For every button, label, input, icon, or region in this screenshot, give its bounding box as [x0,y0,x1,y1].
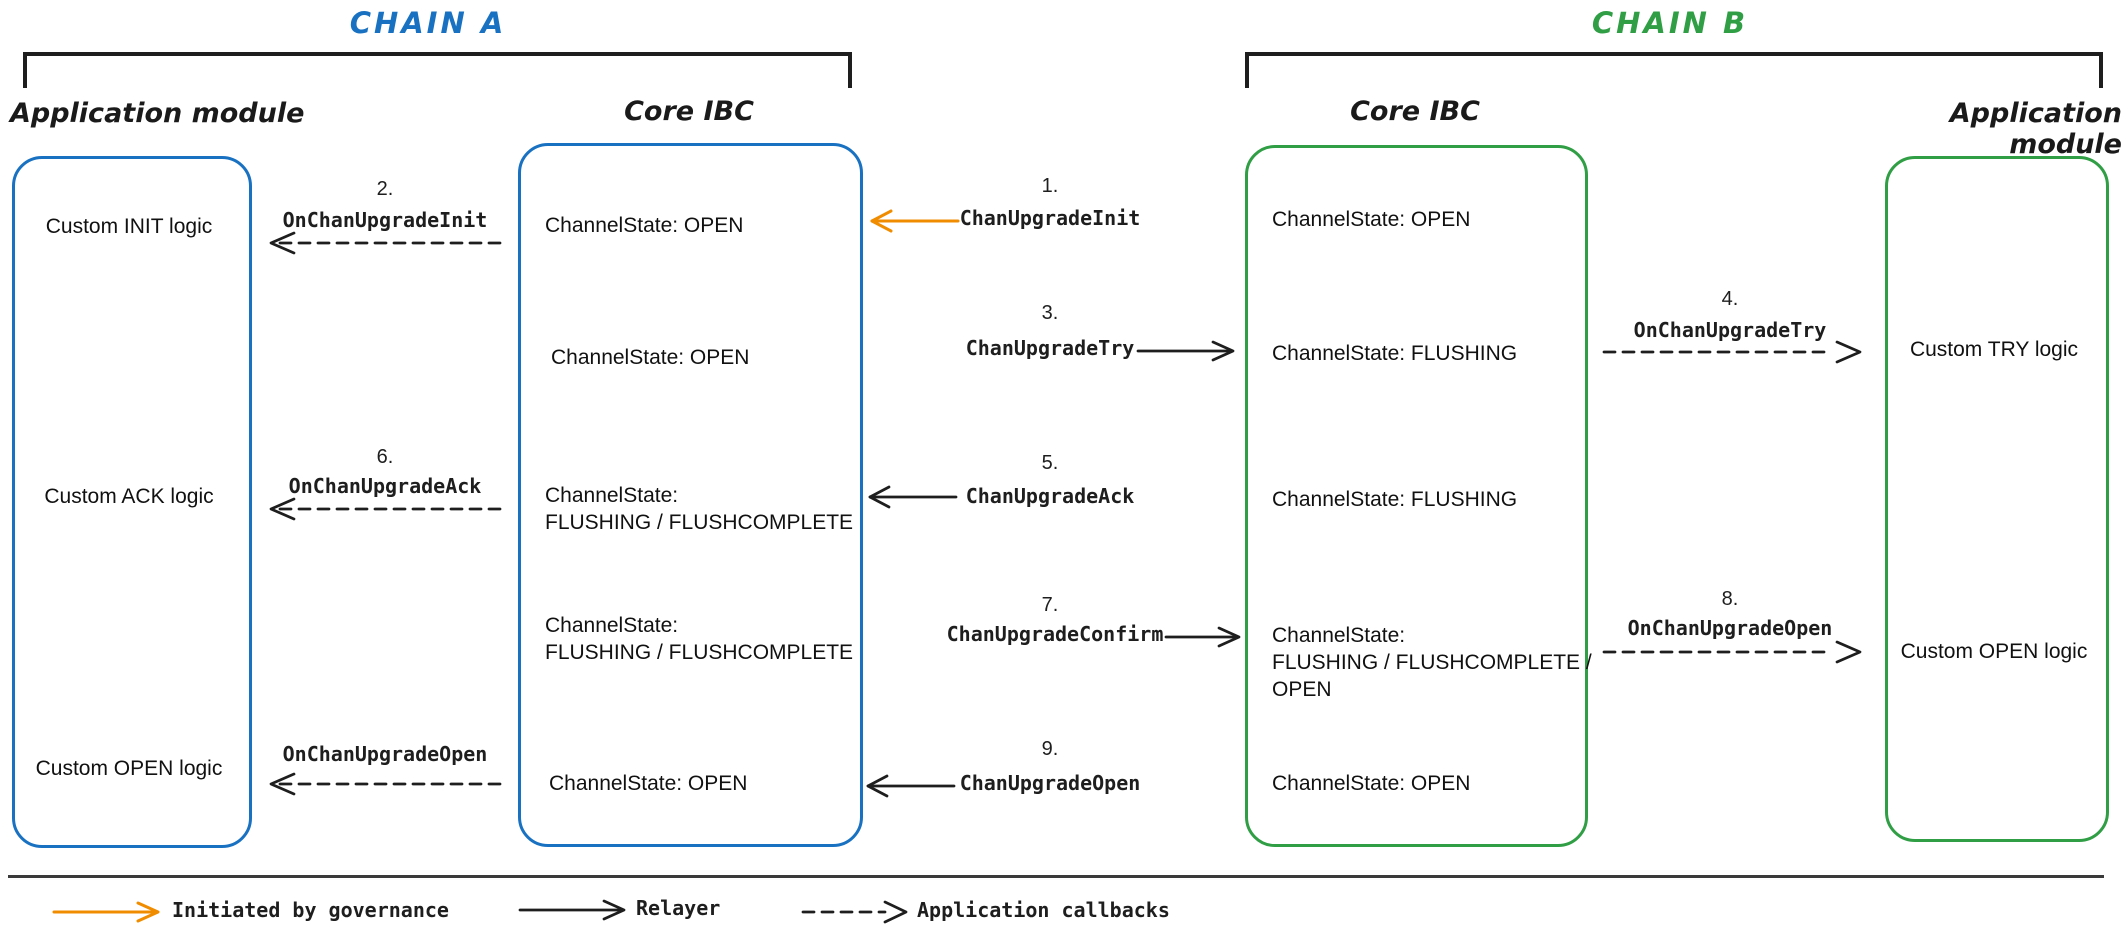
callback-arrow-8 [1602,640,1862,664]
callback-arrow-2 [269,231,502,255]
message-1-label: ChanUpgradeInit [959,206,1141,230]
relayer-arrow-7 [1164,626,1241,648]
custom-open-logic-label-a: Custom OPEN logic [35,757,223,780]
app-module-box-chain-a [12,156,252,848]
core-ibc-box-chain-b [1245,145,1588,847]
callback-open-label-a: OnChanUpgradeOpen [282,742,488,766]
callback-arrow-4 [1602,340,1862,364]
legend-callbacks-arrow [801,900,908,924]
chain-a-title: CHAIN A [349,6,507,40]
column-header-app-module-b: Application module [1949,98,2122,160]
message-3-number: 3. [1041,302,1059,324]
callback-6-label: OnChanUpgradeAck [288,474,482,498]
custom-ack-logic-label: Custom ACK logic [44,485,214,508]
column-header-core-ibc-b: Core IBC [1350,96,1480,127]
callback-4-number: 4. [1721,288,1739,310]
chain-b-title: CHAIN B [1591,6,1749,40]
legend-divider [8,875,2104,878]
core-b-state-5: ChannelState: OPEN [1272,772,1471,795]
core-a-state-3: ChannelState: FLUSHING / FLUSHCOMPLETE [545,484,854,534]
callback-6-number: 6. [376,446,394,468]
app-module-box-chain-b [1885,156,2109,842]
callback-arrow-6 [269,497,502,521]
chain-a-bracket [23,52,852,88]
custom-open-logic-label-b: Custom OPEN logic [1900,640,2088,663]
core-a-state-1: ChannelState: OPEN [545,214,744,237]
message-1-number: 1. [1041,175,1059,197]
custom-init-logic-label: Custom INIT logic [45,215,213,238]
message-7-number: 7. [1041,594,1059,616]
legend-relayer-arrow [518,899,626,921]
chain-b-bracket [1245,52,2103,88]
callback-2-label: OnChanUpgradeInit [282,208,488,232]
relayer-arrow-5 [868,485,958,509]
message-9-number: 9. [1041,738,1059,760]
legend-governance-label: Initiated by governance [172,898,449,922]
core-a-state-2: ChannelState: OPEN [551,346,750,369]
callback-4-label: OnChanUpgradeTry [1633,318,1827,342]
core-a-state-5: ChannelState: OPEN [549,772,748,795]
core-ibc-box-chain-a [518,143,863,847]
relayer-arrow-3 [1136,340,1235,362]
legend-governance-arrow [52,901,160,923]
message-7-label: ChanUpgradeConfirm [946,622,1164,646]
column-header-core-ibc-a: Core IBC [624,96,754,127]
callback-8-label: OnChanUpgradeOpen [1627,616,1833,640]
callback-8-number: 8. [1721,588,1739,610]
callback-2-number: 2. [376,178,394,200]
governance-arrow-1 [870,209,960,233]
core-b-state-4: ChannelState: FLUSHING / FLUSHCOMPLETE /… [1272,624,1592,701]
column-header-app-module-a: Application module [10,98,305,129]
message-5-label: ChanUpgradeAck [965,484,1135,508]
core-b-state-1: ChannelState: OPEN [1272,208,1471,231]
core-b-state-2: ChannelState: FLUSHING [1272,342,1518,365]
message-9-label: ChanUpgradeOpen [959,771,1141,795]
callback-arrow-open-a [269,772,502,796]
message-5-number: 5. [1041,452,1059,474]
message-3-label: ChanUpgradeTry [965,336,1135,360]
core-b-state-3: ChannelState: FLUSHING [1272,488,1518,511]
legend-relayer-label: Relayer [636,896,721,920]
custom-try-logic-label: Custom TRY logic [1909,338,2079,361]
core-a-state-4: ChannelState: FLUSHING / FLUSHCOMPLETE [545,614,854,664]
legend-callbacks-label: Application callbacks [917,898,1170,922]
relayer-arrow-9 [866,774,956,798]
